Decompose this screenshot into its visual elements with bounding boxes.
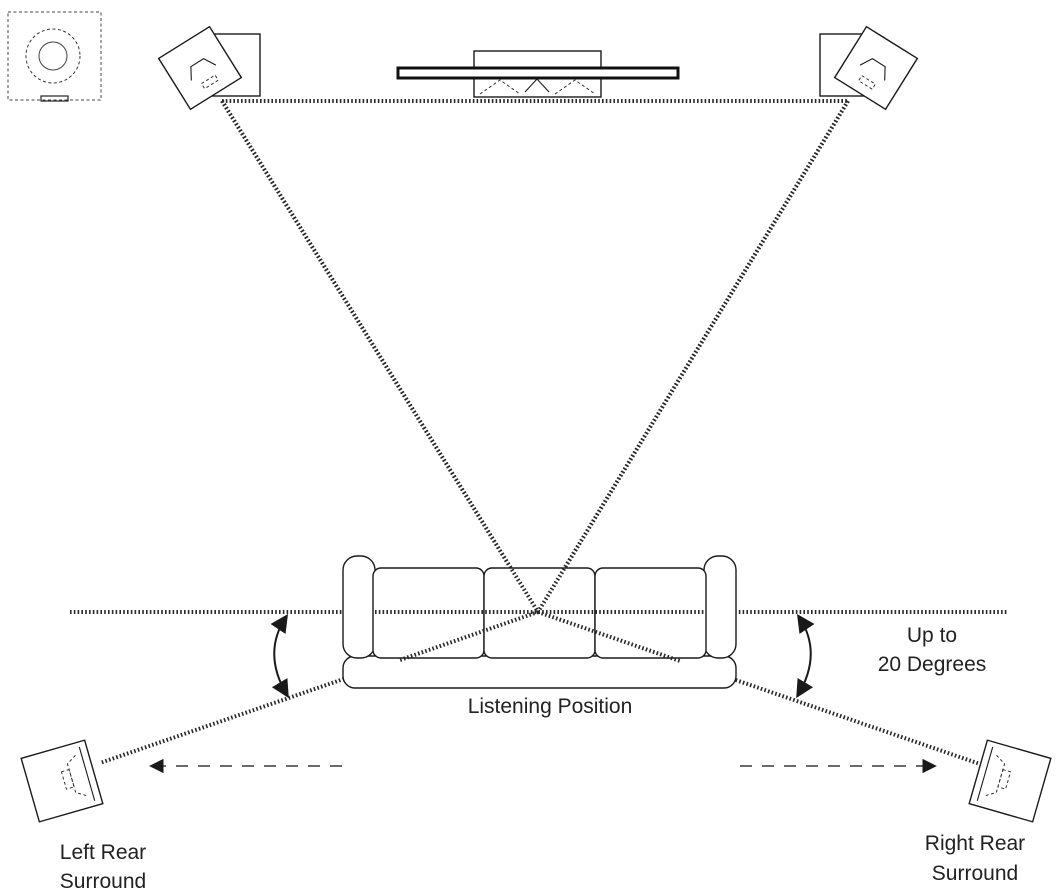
angle-note-line1: Up to	[907, 624, 957, 647]
angle-note-line2: 20 Degrees	[878, 653, 987, 676]
listening-position-label: Listening Position	[468, 695, 633, 718]
front-left-speaker	[157, 25, 261, 111]
sofa-left-arm	[342, 555, 376, 659]
front-right-speaker	[819, 25, 919, 111]
sofa-right-arm	[703, 555, 737, 659]
left-rear-label-line1: Left Rear	[60, 841, 146, 864]
right-rear-speaker	[968, 739, 1052, 823]
sight-lines-over-sofa	[220, 99, 850, 663]
left-angle-arc	[270, 614, 289, 699]
sofa	[342, 555, 737, 689]
right-rear-label-line1: Right Rear	[925, 832, 1025, 855]
tv-screen	[396, 66, 680, 80]
right-rear-label-line2: Surround	[932, 862, 1018, 885]
left-rear-speaker	[20, 739, 104, 823]
front-right-line	[536, 99, 850, 614]
subwoofer	[7, 11, 102, 102]
sofa-cushion-right	[594, 567, 707, 659]
left-rear-label-line2: Surround	[60, 870, 146, 893]
right-angle-arc	[796, 614, 815, 699]
